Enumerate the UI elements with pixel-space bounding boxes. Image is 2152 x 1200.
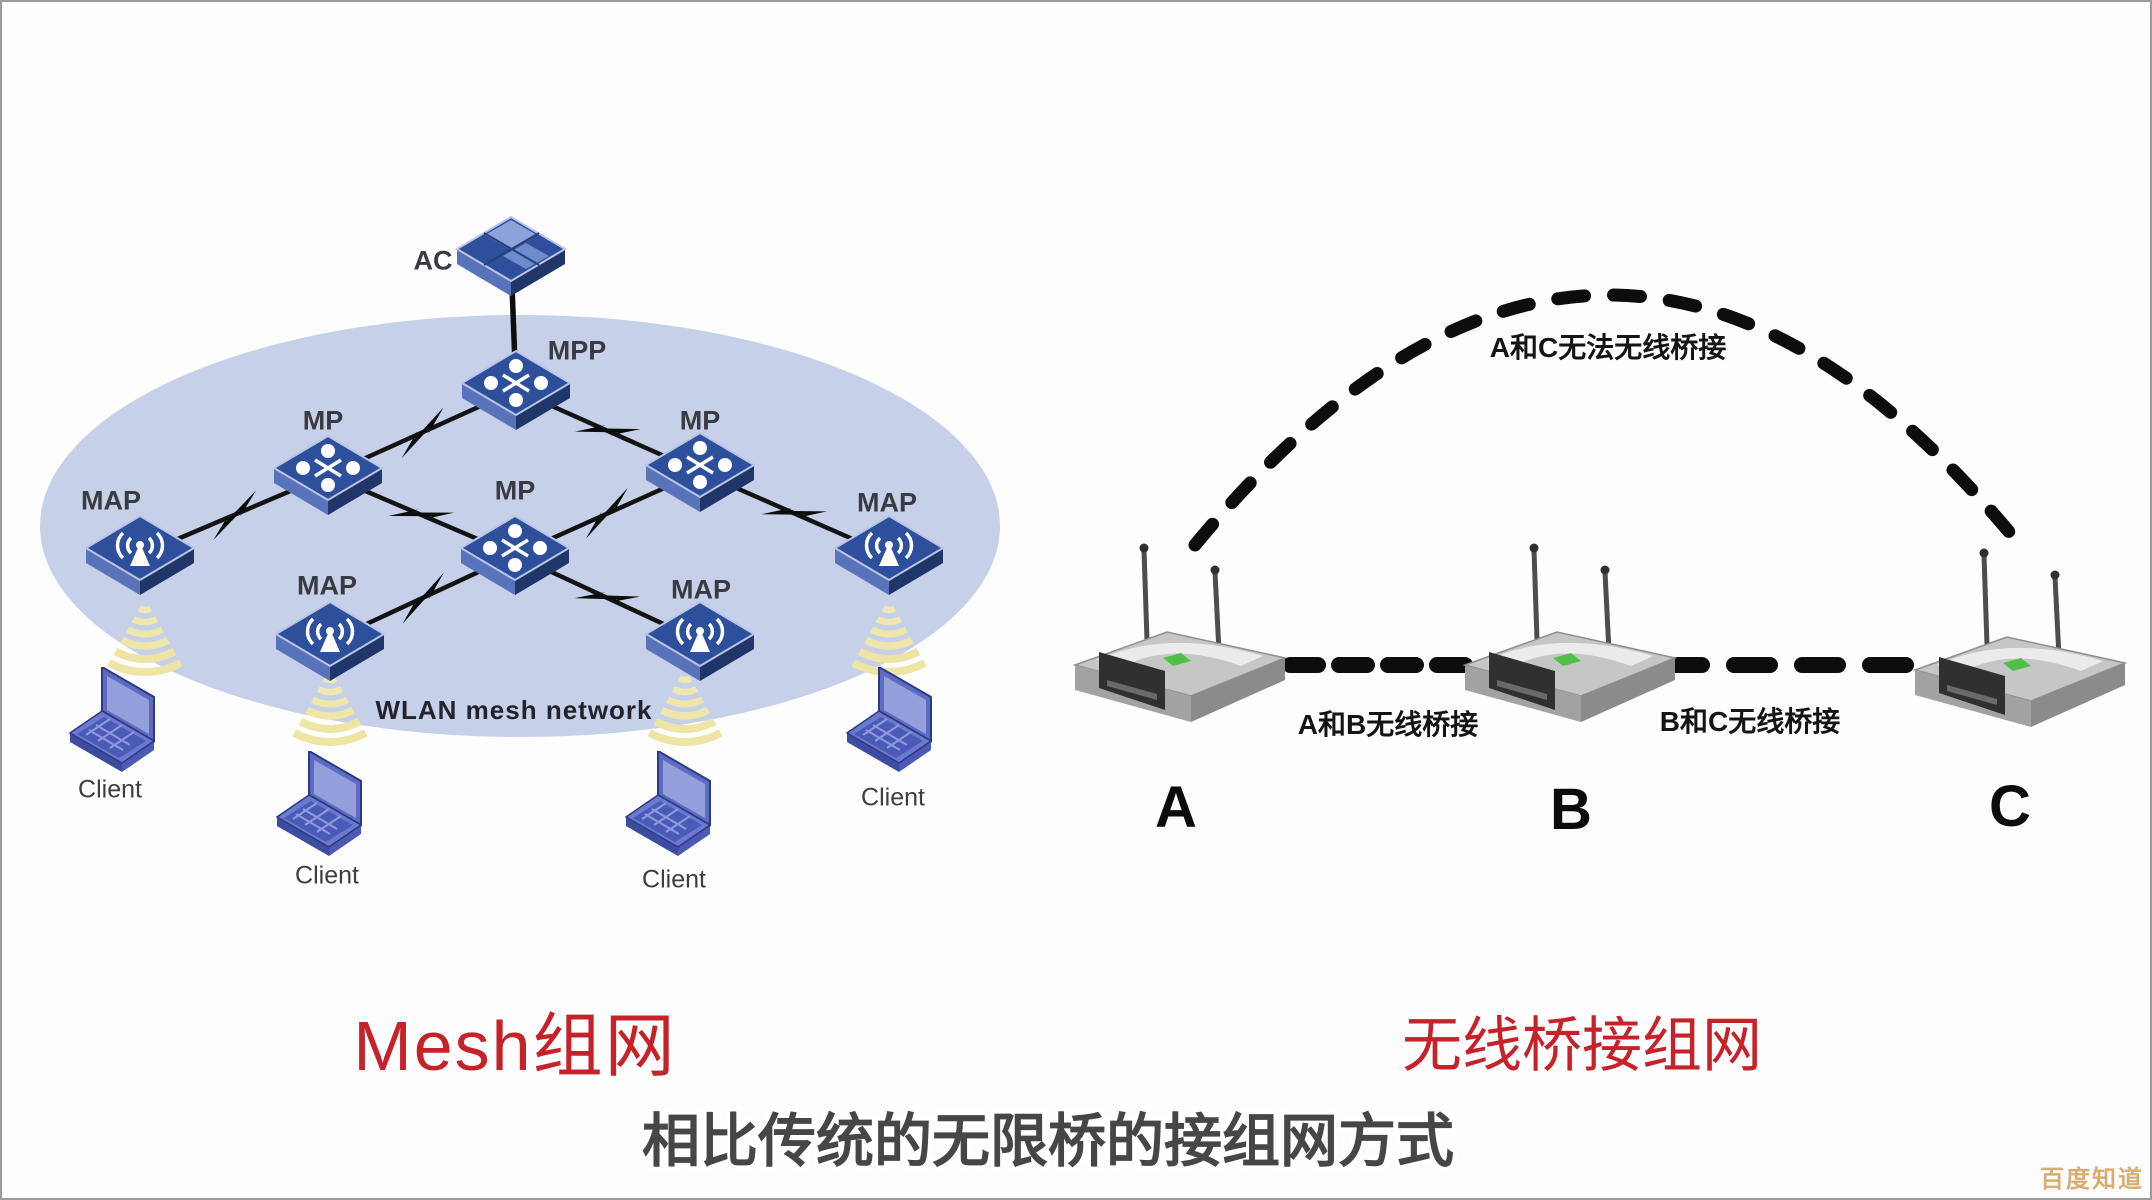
client-laptop-icon: [69, 667, 155, 773]
router-c-icon: [1915, 549, 2125, 728]
subtitle-caption: 相比传统的无限桥的接组网方式: [642, 1109, 1454, 1174]
client-label: Client: [295, 861, 359, 890]
mp-left-label: MP: [302, 405, 344, 436]
map-bottom-left-label: MAP: [297, 570, 357, 601]
bridge-bc-label: B和C无线桥接: [1659, 706, 1841, 737]
router-b-icon: [1465, 544, 1675, 723]
map-bottom-right-label: MAP: [671, 574, 731, 605]
bridge-network-group: [1075, 288, 2125, 728]
client-label: Client: [642, 865, 706, 894]
client-laptop-icon: [625, 751, 711, 857]
map-far-left-label: MAP: [81, 485, 141, 516]
failed-bridge-arc: [1188, 288, 2027, 552]
wlan-mesh-network-label: WLAN mesh network: [375, 695, 653, 725]
ac-switch-icon: [456, 216, 566, 297]
router-a-label: A: [1155, 775, 1197, 840]
router-b-label: B: [1550, 777, 1592, 842]
map-far-right-label: MAP: [857, 487, 917, 518]
client-label: Client: [78, 775, 142, 804]
mpp-label: MPP: [547, 335, 607, 366]
router-a-icon: [1075, 544, 1285, 723]
bridge-title: 无线桥接组网: [1402, 1012, 1762, 1079]
bridge-ab-label: A和B无线桥接: [1297, 709, 1479, 740]
ac-label: AC: [413, 245, 453, 276]
mp-right-label: MP: [679, 405, 721, 436]
client-label: Client: [861, 783, 925, 812]
router-c-label: C: [1989, 774, 2031, 839]
client-laptop-icon: [846, 667, 932, 773]
mp-center-label: MP: [494, 475, 536, 506]
mesh-network-group: [40, 216, 1000, 857]
client-laptop-icon: [276, 751, 362, 857]
bridge-ac-fail-label: A和C无法无线桥接: [1489, 332, 1727, 363]
mesh-title: Mesh组网: [353, 1007, 677, 1085]
watermark: 百度知道: [2040, 1166, 2144, 1193]
